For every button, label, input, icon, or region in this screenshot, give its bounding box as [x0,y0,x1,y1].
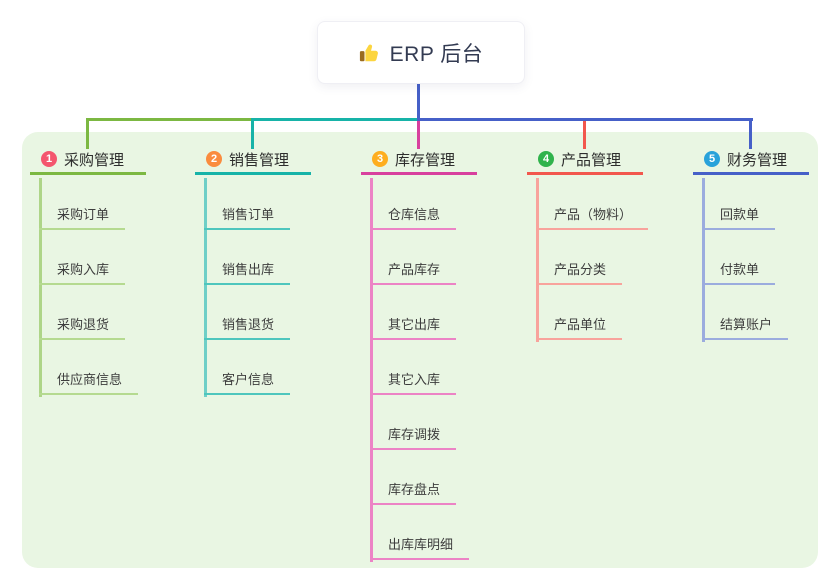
branch-1-trunk-line [39,178,42,397]
branch-3-label: 库存管理 [395,151,456,169]
branch-5-child-node[interactable]: 结算账户 [702,313,789,340]
branch-2-child-node[interactable]: 销售订单 [204,203,291,230]
branch-5-child-node[interactable]: 付款单 [702,258,776,285]
bus-line-teal [251,118,418,122]
branch-4-child-node[interactable]: 产品分类 [536,258,623,285]
branch-1-child-node[interactable]: 采购订单 [39,203,126,230]
branch-3-child-node[interactable]: 出库库明细 [370,533,470,560]
branch-1-drop-line [86,118,90,149]
branch-2-number-badge: 2 [206,151,222,167]
branch-3-title[interactable]: 3 库存管理 [361,146,477,175]
branch-1-child-node[interactable]: 采购入库 [39,258,126,285]
branch-1-title[interactable]: 1 采购管理 [30,146,146,175]
branch-5-child-node[interactable]: 回款单 [702,203,776,230]
branch-2-child-node[interactable]: 销售退货 [204,313,291,340]
branch-4-number-badge: 4 [538,151,554,167]
branch-2-drop-line [251,118,255,149]
branch-2-child-node[interactable]: 销售出库 [204,258,291,285]
branch-4-label: 产品管理 [561,151,622,169]
branch-4-drop-line [583,121,587,149]
branch-5-number-badge: 5 [704,151,720,167]
branch-5-title[interactable]: 5 财务管理 [693,146,809,175]
branch-3-child-node[interactable]: 产品库存 [370,258,457,285]
branch-2-child-node[interactable]: 客户信息 [204,368,291,395]
branch-1-child-node[interactable]: 采购退货 [39,313,126,340]
branch-2-label: 销售管理 [229,151,290,169]
bus-line-green [86,118,254,122]
branch-3-drop-line [416,121,420,149]
branch-3-child-node[interactable]: 库存盘点 [370,478,457,505]
bus-line-blue [417,118,753,122]
branch-5-drop-line [749,118,753,149]
branch-2-title[interactable]: 2 销售管理 [195,146,311,175]
branch-4-title[interactable]: 4 产品管理 [527,146,643,175]
branch-3-child-node[interactable]: 其它入库 [370,368,457,395]
branch-5-trunk-line [702,178,705,342]
branch-1-label: 采购管理 [64,151,125,169]
branch-2-trunk-line [204,178,207,397]
branch-5-label: 财务管理 [727,151,788,169]
branch-1-number-badge: 1 [41,151,57,167]
branch-1-child-node[interactable]: 供应商信息 [39,368,139,395]
thumbs-up-icon [359,42,381,64]
branch-4-child-node[interactable]: 产品单位 [536,313,623,340]
root-node[interactable]: ERP 后台 [317,21,525,84]
branch-3-child-node[interactable]: 其它出库 [370,313,457,340]
branches-panel [22,132,818,568]
branch-3-child-node[interactable]: 仓库信息 [370,203,457,230]
branch-3-child-node[interactable]: 库存调拨 [370,423,457,450]
branch-3-number-badge: 3 [372,151,388,167]
branch-4-child-node[interactable]: 产品（物料） [536,203,649,230]
branch-3-trunk-line [370,178,373,562]
root-connector-line [417,82,421,121]
root-node-label: ERP 后台 [389,42,484,66]
branch-4-trunk-line [536,178,539,342]
